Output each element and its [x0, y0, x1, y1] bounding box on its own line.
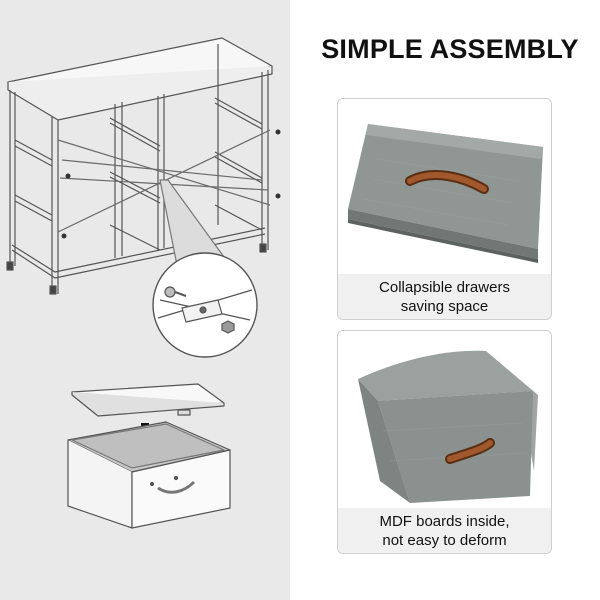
mdf-board-drawing — [71, 383, 225, 417]
caption-line-1: MDF boards inside, — [379, 512, 510, 530]
dresser-frame-drawing — [6, 37, 273, 295]
screw-markers — [61, 129, 281, 239]
caption-line-2: saving space — [400, 297, 489, 315]
bolt-detail-drawing — [157, 286, 253, 334]
caption-line-2: not easy to deform — [382, 531, 507, 549]
feature-card-mdf: MDF boards inside, not easy to deform — [337, 330, 552, 554]
wooden-handle-icon — [447, 440, 493, 462]
feature-card-collapsible: Collapsible drawers saving space — [337, 98, 552, 320]
assembly-illustration-panel — [0, 0, 290, 600]
wooden-handle-icon — [407, 172, 487, 192]
caption-line-1: Collapsible drawers — [379, 278, 510, 296]
open-drawer-image — [338, 331, 551, 506]
page-title: SIMPLE ASSEMBLY — [321, 34, 579, 64]
fabric-drawer-drawing — [67, 421, 231, 529]
collapsed-drawer-image — [338, 99, 551, 274]
feature-caption: MDF boards inside, not easy to deform — [338, 508, 551, 553]
assembly-diagram — [6, 37, 281, 529]
feature-caption: Collapsible drawers saving space — [338, 274, 551, 319]
